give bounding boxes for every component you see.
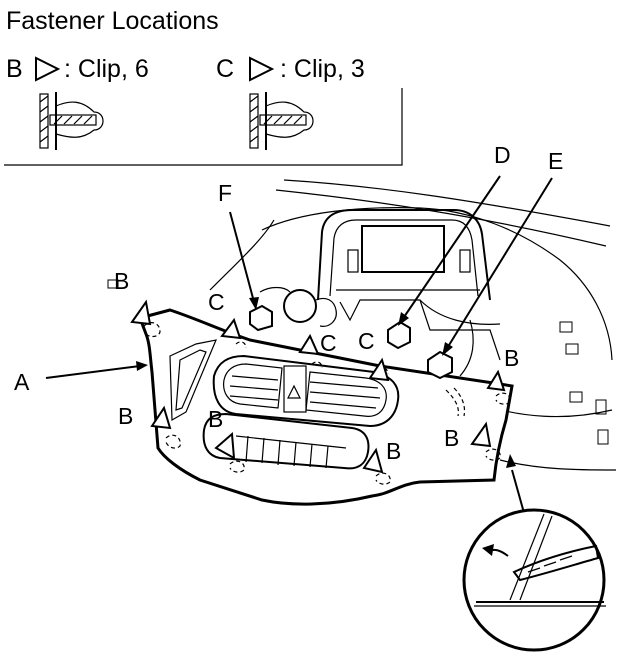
label-c: C [320, 330, 337, 356]
triangle-b-icon [214, 431, 236, 460]
upper-vents [212, 354, 400, 428]
label-d: D [494, 142, 511, 168]
legend-c-letter: C [216, 55, 234, 83]
triangle-b-icon [486, 369, 506, 392]
detail-inset [462, 508, 606, 652]
lower-controls [202, 412, 370, 470]
label-b: B [114, 268, 129, 294]
legend-c-text: : Clip, 3 [280, 55, 365, 83]
clip-e-part [427, 350, 453, 380]
clip-parts [249, 304, 453, 380]
label-f: F [218, 180, 232, 206]
triangle-b-icon [130, 299, 152, 326]
label-a: A [14, 369, 30, 395]
triangle-c-icon [298, 333, 320, 356]
clip-c-illustration-icon [249, 92, 314, 150]
label-b: B [208, 406, 223, 432]
label-b: B [444, 425, 459, 451]
dashboard-background [107, 179, 617, 471]
diagram-title: Fastener Locations [6, 7, 219, 35]
legend-b-text: : Clip, 6 [64, 55, 149, 83]
triangle-c-icon [368, 357, 390, 382]
callout-triangles [130, 299, 506, 474]
leader-lines [45, 175, 553, 521]
label-b: B [386, 438, 401, 464]
clip-f-part [249, 304, 273, 332]
triangle-b-icon [362, 447, 384, 474]
triangle-c-icon [220, 317, 242, 340]
label-b: B [118, 403, 133, 429]
legend-b-triangle-icon [35, 56, 61, 82]
label-c: C [358, 328, 375, 354]
legend-c-triangle-icon [249, 56, 275, 82]
triangle-b-icon [470, 421, 492, 448]
label-e: E [548, 148, 563, 174]
callout-labels: A B B B B B B C C C D E F [14, 142, 563, 464]
clip-d-part [387, 320, 411, 350]
legend-b-letter: B [6, 55, 23, 83]
arrow-icon [482, 544, 494, 556]
triangle-b-icon [150, 405, 172, 430]
legend-box: Fastener Locations B : Clip, 6 C : Clip,… [4, 7, 403, 166]
label-c: C [208, 289, 225, 315]
clip-b-illustration-icon [39, 92, 104, 150]
navigation-screen [317, 209, 491, 301]
label-b: B [504, 345, 519, 371]
